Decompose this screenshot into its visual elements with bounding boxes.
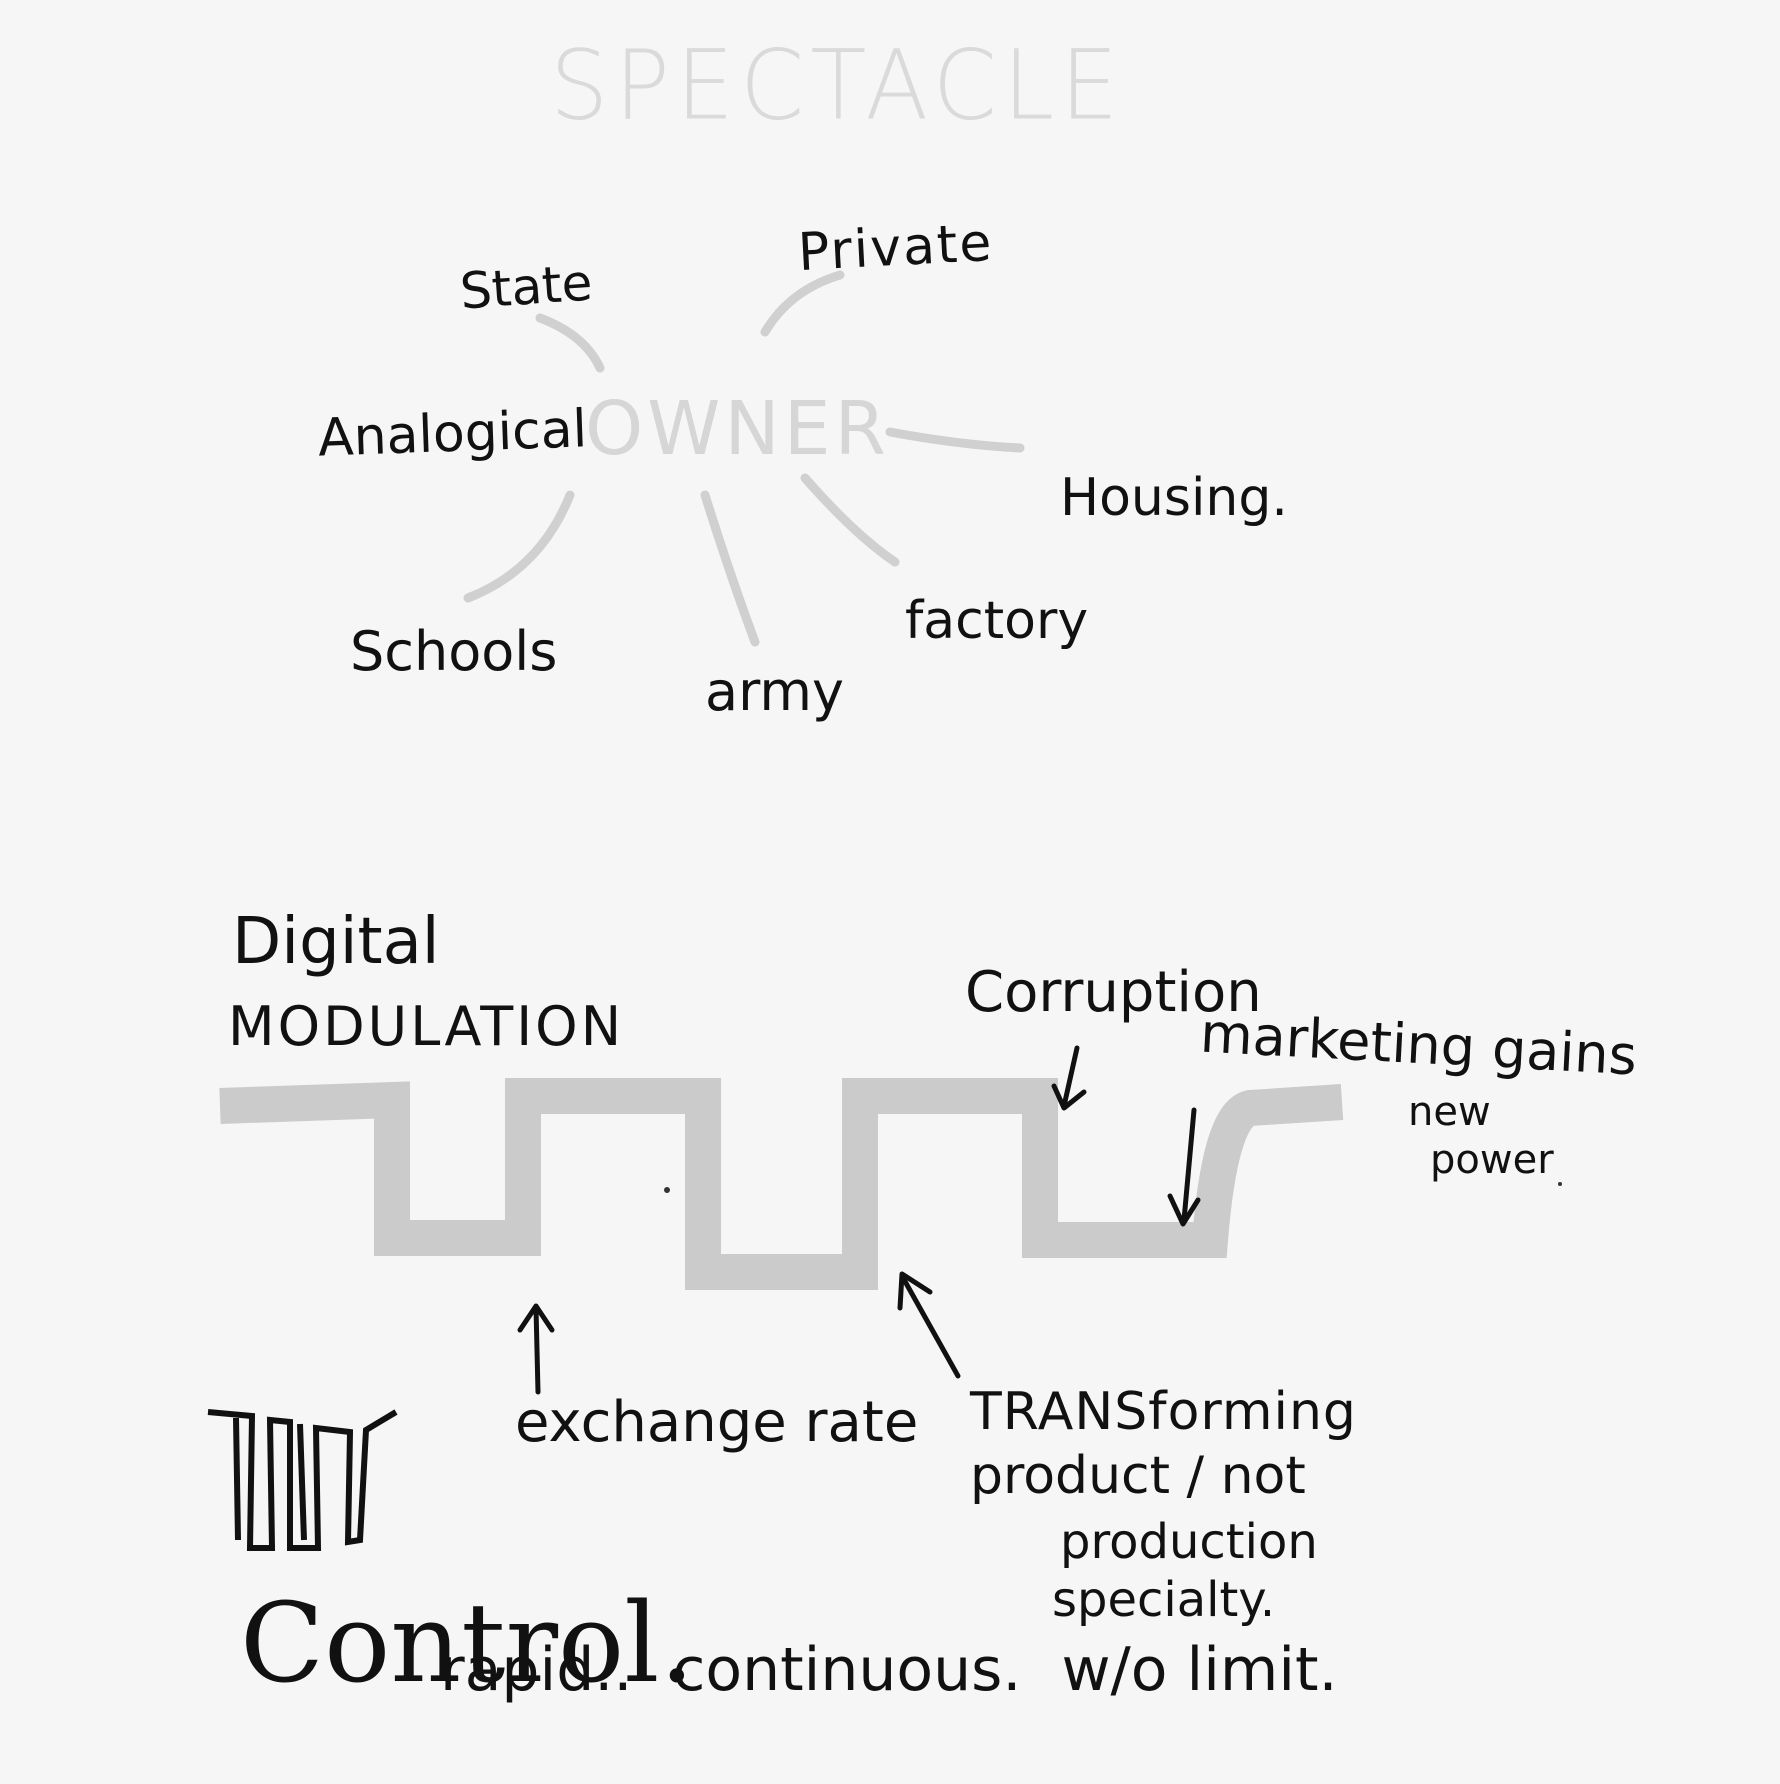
branch-line-state [535,313,605,373]
label-production: production [1060,1514,1318,1570]
label-specialty: specialty. [1052,1572,1276,1628]
branch-line-factory [800,473,900,567]
branch-line-private [760,270,845,337]
label-transforming: TRANSforming [970,1382,1357,1442]
label-corruption: Corruption [965,960,1262,1025]
square-wave [219,1078,1344,1290]
footer-limit: w/o limit. [1061,1635,1338,1705]
small-wave-glyph [207,1409,398,1551]
footer-continuous: continuous. [672,1635,1022,1705]
branch-label-analogical: Analogical [317,399,588,469]
heading-digital: Digital [232,905,440,979]
label-marketing-power: power [1430,1137,1554,1183]
owner-branch-lines [463,270,1025,647]
footer-control: Control. [240,1579,695,1707]
branch-label-factory: factory [905,591,1089,651]
branch-line-schools [463,490,575,603]
ink-dot [1558,1182,1562,1186]
label-product-not: product / not [970,1446,1306,1506]
page-title: SPECTACLE [550,29,1125,142]
label-exchange-rate: exchange rate [515,1390,919,1455]
arrow-exchange-rate [517,1303,555,1395]
arrow-transforming [897,1271,961,1379]
owner-center-label: OWNER [585,386,890,472]
footer-rest: rapid..continuous.w/o limit. [440,1640,1378,1700]
branch-label-army: army [705,660,844,723]
heading-modulation: MODULATION [228,995,625,1058]
branch-label-state: State [458,253,595,321]
arrow-corruption [1051,1045,1087,1111]
branch-label-private: Private [796,212,995,284]
ink-dot [664,1187,670,1193]
arrow-marketing [1167,1107,1201,1227]
branch-line-army [700,490,760,647]
branch-line-housing [885,427,1025,453]
branch-label-housing: Housing. [1060,468,1288,528]
branch-label-schools: Schools [350,620,558,683]
footer-rapid: rapid.. [440,1635,633,1705]
arrows [517,1045,1201,1395]
label-marketing-new: new [1408,1089,1491,1135]
